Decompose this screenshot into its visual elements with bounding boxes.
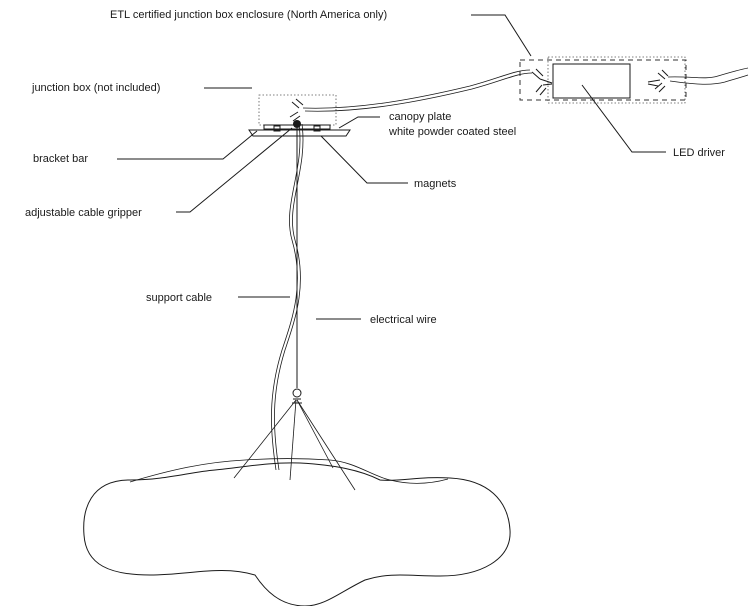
suspension-wires [233, 399, 356, 491]
magnets [273, 125, 321, 132]
leader-lines [117, 14, 666, 320]
canopy-plate-material-label: white powder coated steel [388, 126, 516, 138]
feed-wire [302, 69, 531, 109]
led-driver-box [552, 63, 631, 99]
junction-box-label: junction box (not included) [31, 82, 160, 94]
etl-enclosure-label: ETL certified junction box enclosure (No… [110, 9, 387, 21]
output-wire-2 [669, 74, 749, 85]
cable-gripper [289, 98, 304, 128]
support-cable-label: support cable [146, 292, 212, 304]
canopy-plate-label: canopy plate [389, 111, 451, 123]
wire-connector-right [647, 69, 669, 93]
bracket-bar-label: bracket bar [33, 153, 88, 165]
cable-gripper-label: adjustable cable gripper [25, 207, 142, 219]
feed-wire-2 [304, 72, 533, 112]
canopy-plate [248, 129, 351, 137]
electrical-wire [271, 123, 301, 471]
wire-connector-left [531, 68, 553, 96]
output-wire [667, 67, 749, 79]
led-driver-label: LED driver [673, 147, 725, 159]
electrical-wire-label: electrical wire [370, 314, 437, 326]
cloud-fixture [83, 458, 511, 606]
etl-junction-box-enclosure [519, 56, 687, 104]
suspension-hook [292, 388, 302, 404]
junction-box [258, 94, 337, 126]
magnets-label: magnets [414, 178, 457, 190]
electrical-wire-2 [274, 123, 304, 471]
